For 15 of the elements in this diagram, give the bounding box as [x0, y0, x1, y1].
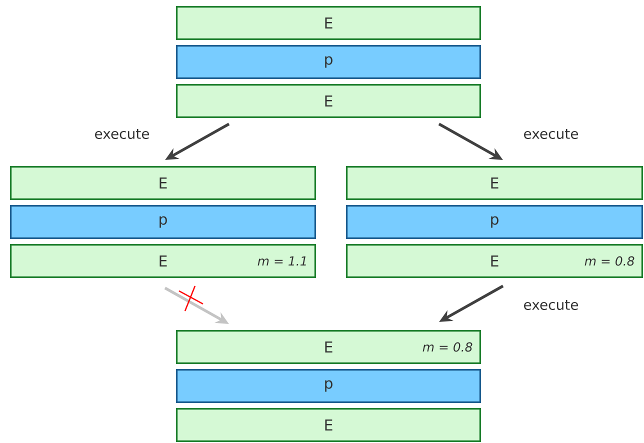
metric-label: m = 0.8	[422, 342, 472, 352]
state-row: E	[176, 408, 481, 442]
state-row: E	[346, 166, 643, 200]
edge-label: execute	[524, 300, 578, 310]
state-row: E	[10, 166, 316, 200]
state-row: E	[176, 84, 481, 118]
edge-label: execute	[95, 128, 150, 139]
process-row: p	[176, 368, 481, 403]
metric-label: m = 0.8	[584, 256, 634, 266]
process-row: p	[346, 204, 643, 239]
edge-label: execute	[524, 128, 578, 139]
state-row: E	[176, 6, 481, 40]
metric-label: m = 1.1	[258, 256, 306, 266]
process-row: p	[10, 204, 316, 239]
process-row: p	[176, 44, 481, 79]
